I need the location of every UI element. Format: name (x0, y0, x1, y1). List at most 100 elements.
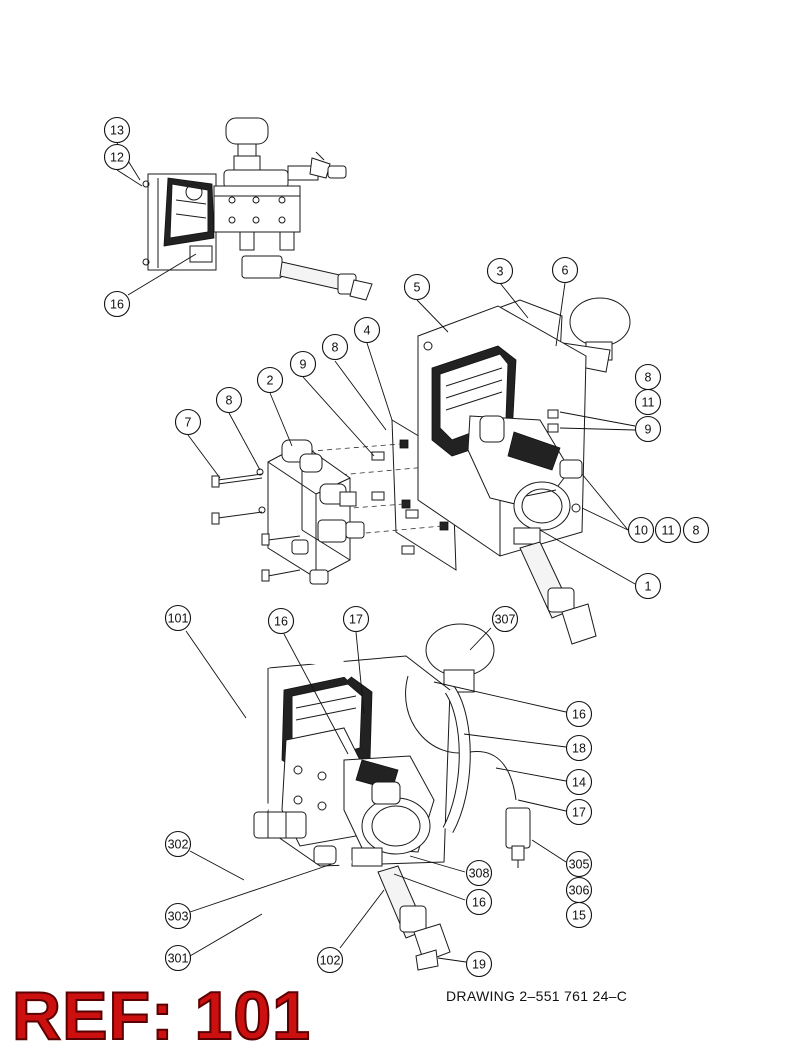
callout-number: 10 (634, 524, 648, 538)
callout-bubble: 308 (465, 859, 493, 887)
callout-number: 308 (469, 867, 490, 881)
callout-circle (565, 901, 593, 929)
callout-circle (682, 516, 710, 544)
callout-number: 302 (168, 838, 189, 852)
callout-circle (164, 830, 192, 858)
callout-bubble: 16 (465, 888, 493, 916)
callout-bubble: 11 (654, 516, 682, 544)
callout-circle (103, 116, 131, 144)
callout-bubble: 12 (103, 143, 131, 171)
callout-circle (627, 516, 655, 544)
callout-circle (491, 605, 519, 633)
callout-circle (654, 516, 682, 544)
callout-bubble: 5 (403, 273, 431, 301)
leader-lines (116, 142, 636, 963)
callout-number: 8 (332, 341, 339, 355)
callout-circle (353, 316, 381, 344)
callout-bubble: 9 (634, 415, 662, 443)
callout-number: 102 (320, 954, 341, 968)
callout-number: 9 (645, 423, 652, 437)
callout-bubble: 11 (634, 388, 662, 416)
callout-bubble: 18 (565, 734, 593, 762)
callout-bubble: 13 (103, 116, 131, 144)
callout-bubble: 10 (627, 516, 655, 544)
callout-circle (215, 386, 243, 414)
callout-circle (465, 859, 493, 887)
callout-bubble: 8 (321, 333, 349, 361)
reference-label: REF: 101 (11, 978, 311, 1053)
callout-circle (174, 408, 202, 436)
callout-number: 5 (414, 281, 421, 295)
callout-number: 9 (300, 358, 307, 372)
callout-number: 19 (472, 958, 486, 972)
callout-number: 306 (569, 884, 590, 898)
callout-bubble: 305 (565, 850, 593, 878)
callout-bubble: 4 (353, 316, 381, 344)
callout-circle (164, 902, 192, 930)
callout-number: 17 (349, 613, 363, 627)
drawing-number: DRAWING 2–551 761 24–C (446, 988, 628, 1004)
callout-number: 101 (168, 612, 189, 626)
callout-bubble: 6 (551, 256, 579, 284)
callout-bubble: 303 (164, 902, 192, 930)
callout-circle (486, 257, 514, 285)
callout-circle (267, 607, 295, 635)
callout-circle (465, 888, 493, 916)
callout-circle (103, 290, 131, 318)
callout-bubble: 17 (342, 605, 370, 633)
top-assembly-view (142, 117, 373, 301)
callout-bubble: 307 (491, 605, 519, 633)
callout-circle (565, 700, 593, 728)
callout-number: 18 (572, 742, 586, 756)
callout-circle (289, 350, 317, 378)
callout-bubble: 15 (565, 901, 593, 929)
callout-circle (634, 572, 662, 600)
callout-circle (321, 333, 349, 361)
callout-number: 12 (110, 151, 124, 165)
callout-number: 3 (497, 265, 504, 279)
callout-number: 8 (226, 394, 233, 408)
callout-circle (551, 256, 579, 284)
callout-number: 8 (693, 524, 700, 538)
callout-bubble: 2 (256, 366, 284, 394)
callout-circle (465, 950, 493, 978)
callout-circle (316, 946, 344, 974)
callout-number: 6 (562, 264, 569, 278)
callout-number: 4 (364, 324, 371, 338)
callout-bubble: 16 (103, 290, 131, 318)
callout-number: 13 (110, 124, 124, 138)
callout-number: 16 (274, 615, 288, 629)
callout-number: 14 (572, 776, 586, 790)
callout-circle (634, 415, 662, 443)
callout-circle (164, 604, 192, 632)
callout-number: 303 (168, 910, 189, 924)
callout-bubble: 14 (565, 768, 593, 796)
callout-bubble: 306 (565, 876, 593, 904)
callout-bubble: 301 (164, 944, 192, 972)
callout-circle (634, 388, 662, 416)
callout-bubble: 8 (215, 386, 243, 414)
callout-circle (164, 944, 192, 972)
callout-circle (565, 798, 593, 826)
callout-number: 305 (569, 858, 590, 872)
callout-bubble: 8 (634, 363, 662, 391)
callout-number: 1 (645, 580, 652, 594)
callout-circle (565, 734, 593, 762)
callout-bubble: 16 (565, 700, 593, 728)
callout-number: 16 (572, 708, 586, 722)
callout-bubble: 101 (164, 604, 192, 632)
callout-number: 307 (495, 613, 516, 627)
callout-number: 8 (645, 371, 652, 385)
callout-circle (565, 768, 593, 796)
callout-bubble: 17 (565, 798, 593, 826)
callout-circle (256, 366, 284, 394)
callout-circle (403, 273, 431, 301)
callout-circle (342, 605, 370, 633)
callout-bubble: 3 (486, 257, 514, 285)
callout-bubble: 1 (634, 572, 662, 600)
full-assembly-view (209, 623, 531, 971)
callout-number: 15 (572, 909, 586, 923)
callout-number: 11 (662, 524, 675, 538)
